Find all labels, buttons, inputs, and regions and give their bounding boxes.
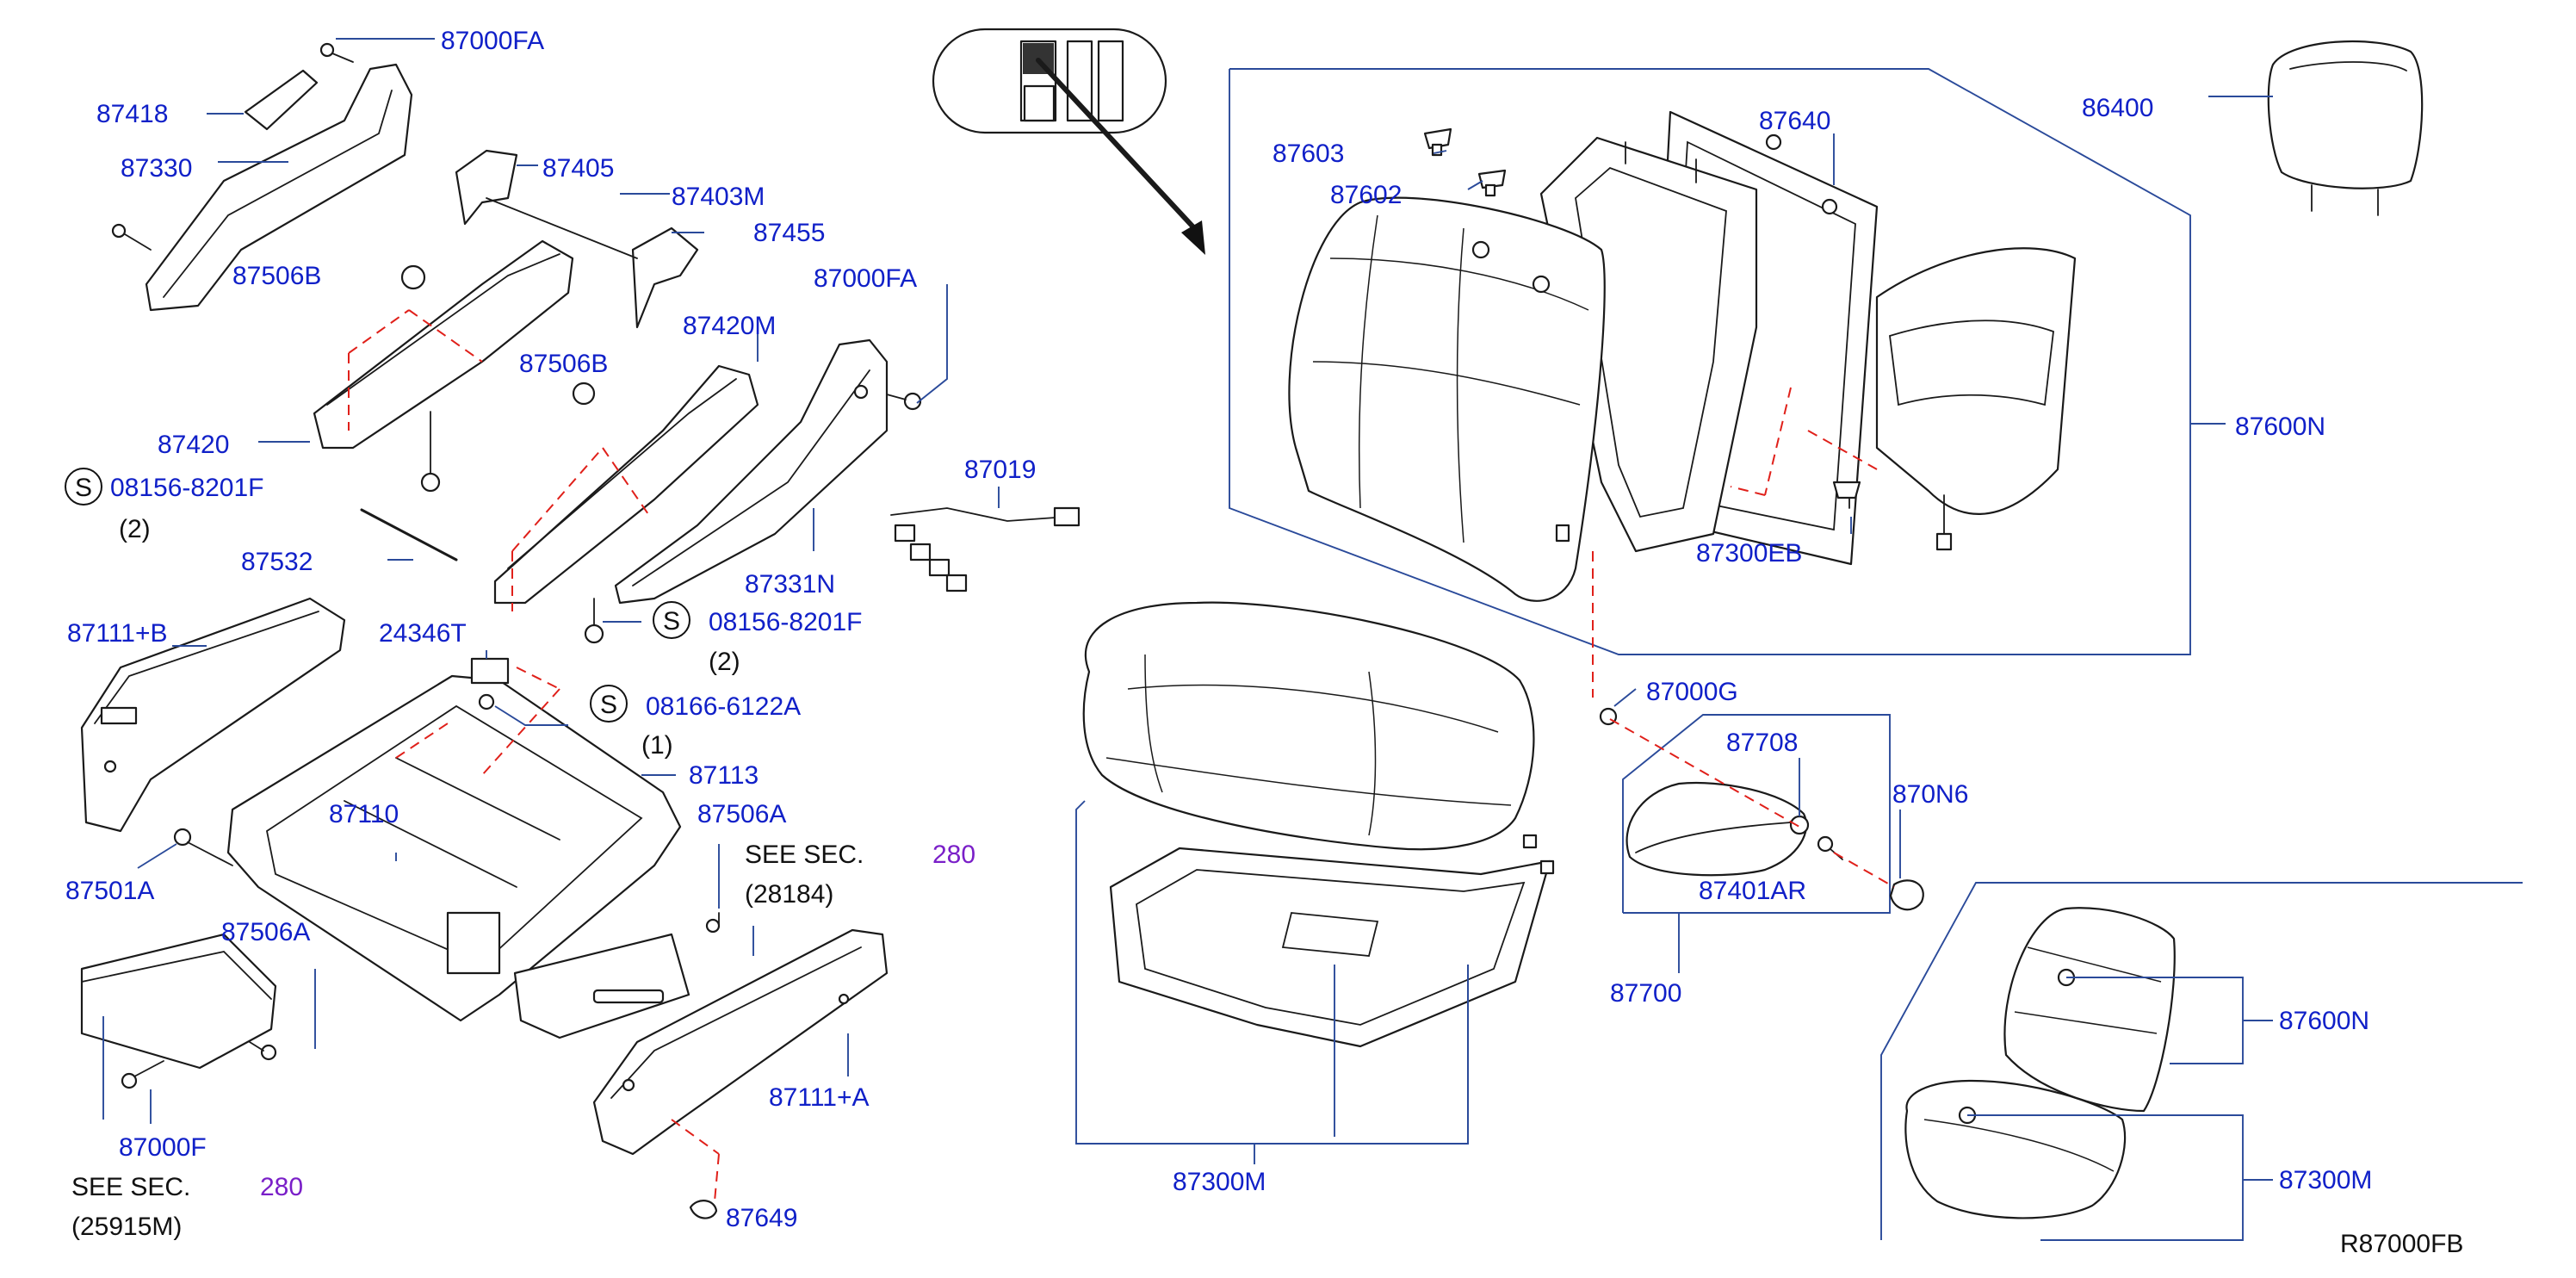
label-87603: 87603 [1273,140,1344,168]
label-870N6: 870N6 [1892,780,1968,809]
label-87111B: 87111+B [67,619,168,648]
see-sec-number-2[interactable]: 280 [260,1173,303,1201]
see-sec-ref-1: (28184) [745,880,833,909]
label-87708: 87708 [1726,729,1798,757]
label-87110: 87110 [329,800,399,828]
label-87111A: 87111+A [769,1083,870,1112]
section-references: SEE SEC. 280 (28184) SEE SEC. 280 (25915… [71,841,975,1241]
label-87600N: 87600N [2235,413,2325,441]
label-87300M-inset: 87300M [2279,1166,2372,1194]
label-87000FA: 87000FA [441,27,544,55]
headrest-86400 [2267,40,2424,216]
see-sec-text-1[interactable]: SEE SEC. [745,841,864,869]
label-87506B: 87506B [232,262,321,290]
label-87331N: 87331N [745,570,835,599]
label-86400: 86400 [2082,94,2153,122]
label-87506B-mid: 87506B [519,350,608,378]
label-87640: 87640 [1759,107,1830,135]
see-sec-ref-2: (25915M) [71,1213,182,1241]
qty-08156-8201F: (2) [119,515,151,543]
label-08156-8201F-mid: 08156-8201F [709,608,862,636]
label-87602: 87602 [1330,181,1402,209]
inset-seat [1880,882,2523,1241]
part-labels: 87000FA 87418 87330 87405 87403M 87455 8… [65,27,2372,1232]
seat-cushion-group [1075,601,1555,1164]
label-87113: 87113 [689,761,759,790]
adjuster-group [80,42,1081,1219]
label-87501A: 87501A [65,877,154,905]
s-badges: S S S [65,468,690,723]
s-badge-2: S [663,607,680,636]
qty-08166-6122A: (1) [641,731,673,760]
diagram-code: R87000FB [2340,1230,2463,1258]
label-87300M: 87300M [1173,1168,1266,1196]
label-87420: 87420 [158,431,229,459]
label-87401AR: 87401AR [1699,877,1806,905]
s-badge-1: S [75,474,92,502]
s-badge-3: S [600,691,617,719]
see-sec-text-2[interactable]: SEE SEC. [71,1173,190,1201]
see-sec-number-1[interactable]: 280 [932,841,975,869]
label-87418: 87418 [96,100,168,128]
label-87405: 87405 [542,154,614,183]
label-87403M: 87403M [672,183,765,211]
label-87000FA-right: 87000FA [814,264,917,293]
label-87506A-lower: 87506A [221,918,310,946]
label-08156-8201F: 08156-8201F [110,474,263,502]
label-87330: 87330 [121,154,192,183]
label-87506A: 87506A [697,800,786,828]
label-87000F: 87000F [119,1133,207,1162]
label-87300EB: 87300EB [1696,539,1802,568]
label-08166-6122A: 08166-6122A [646,692,801,721]
label-24346T: 24346T [379,619,467,648]
leader-lines [102,38,2273,1124]
label-87455: 87455 [753,219,825,247]
label-87600N-inset: 87600N [2279,1007,2369,1035]
armrest-group [1592,551,1924,973]
label-87700: 87700 [1610,979,1681,1008]
car-locator-icon [932,28,1205,255]
label-87649: 87649 [726,1204,797,1232]
label-87000G: 87000G [1646,678,1738,706]
seatback-group [1229,68,2191,655]
qty-08156-8201F-mid: (2) [709,648,740,676]
label-87019: 87019 [964,456,1036,484]
label-87420M: 87420M [683,312,776,340]
label-87532: 87532 [241,548,313,576]
